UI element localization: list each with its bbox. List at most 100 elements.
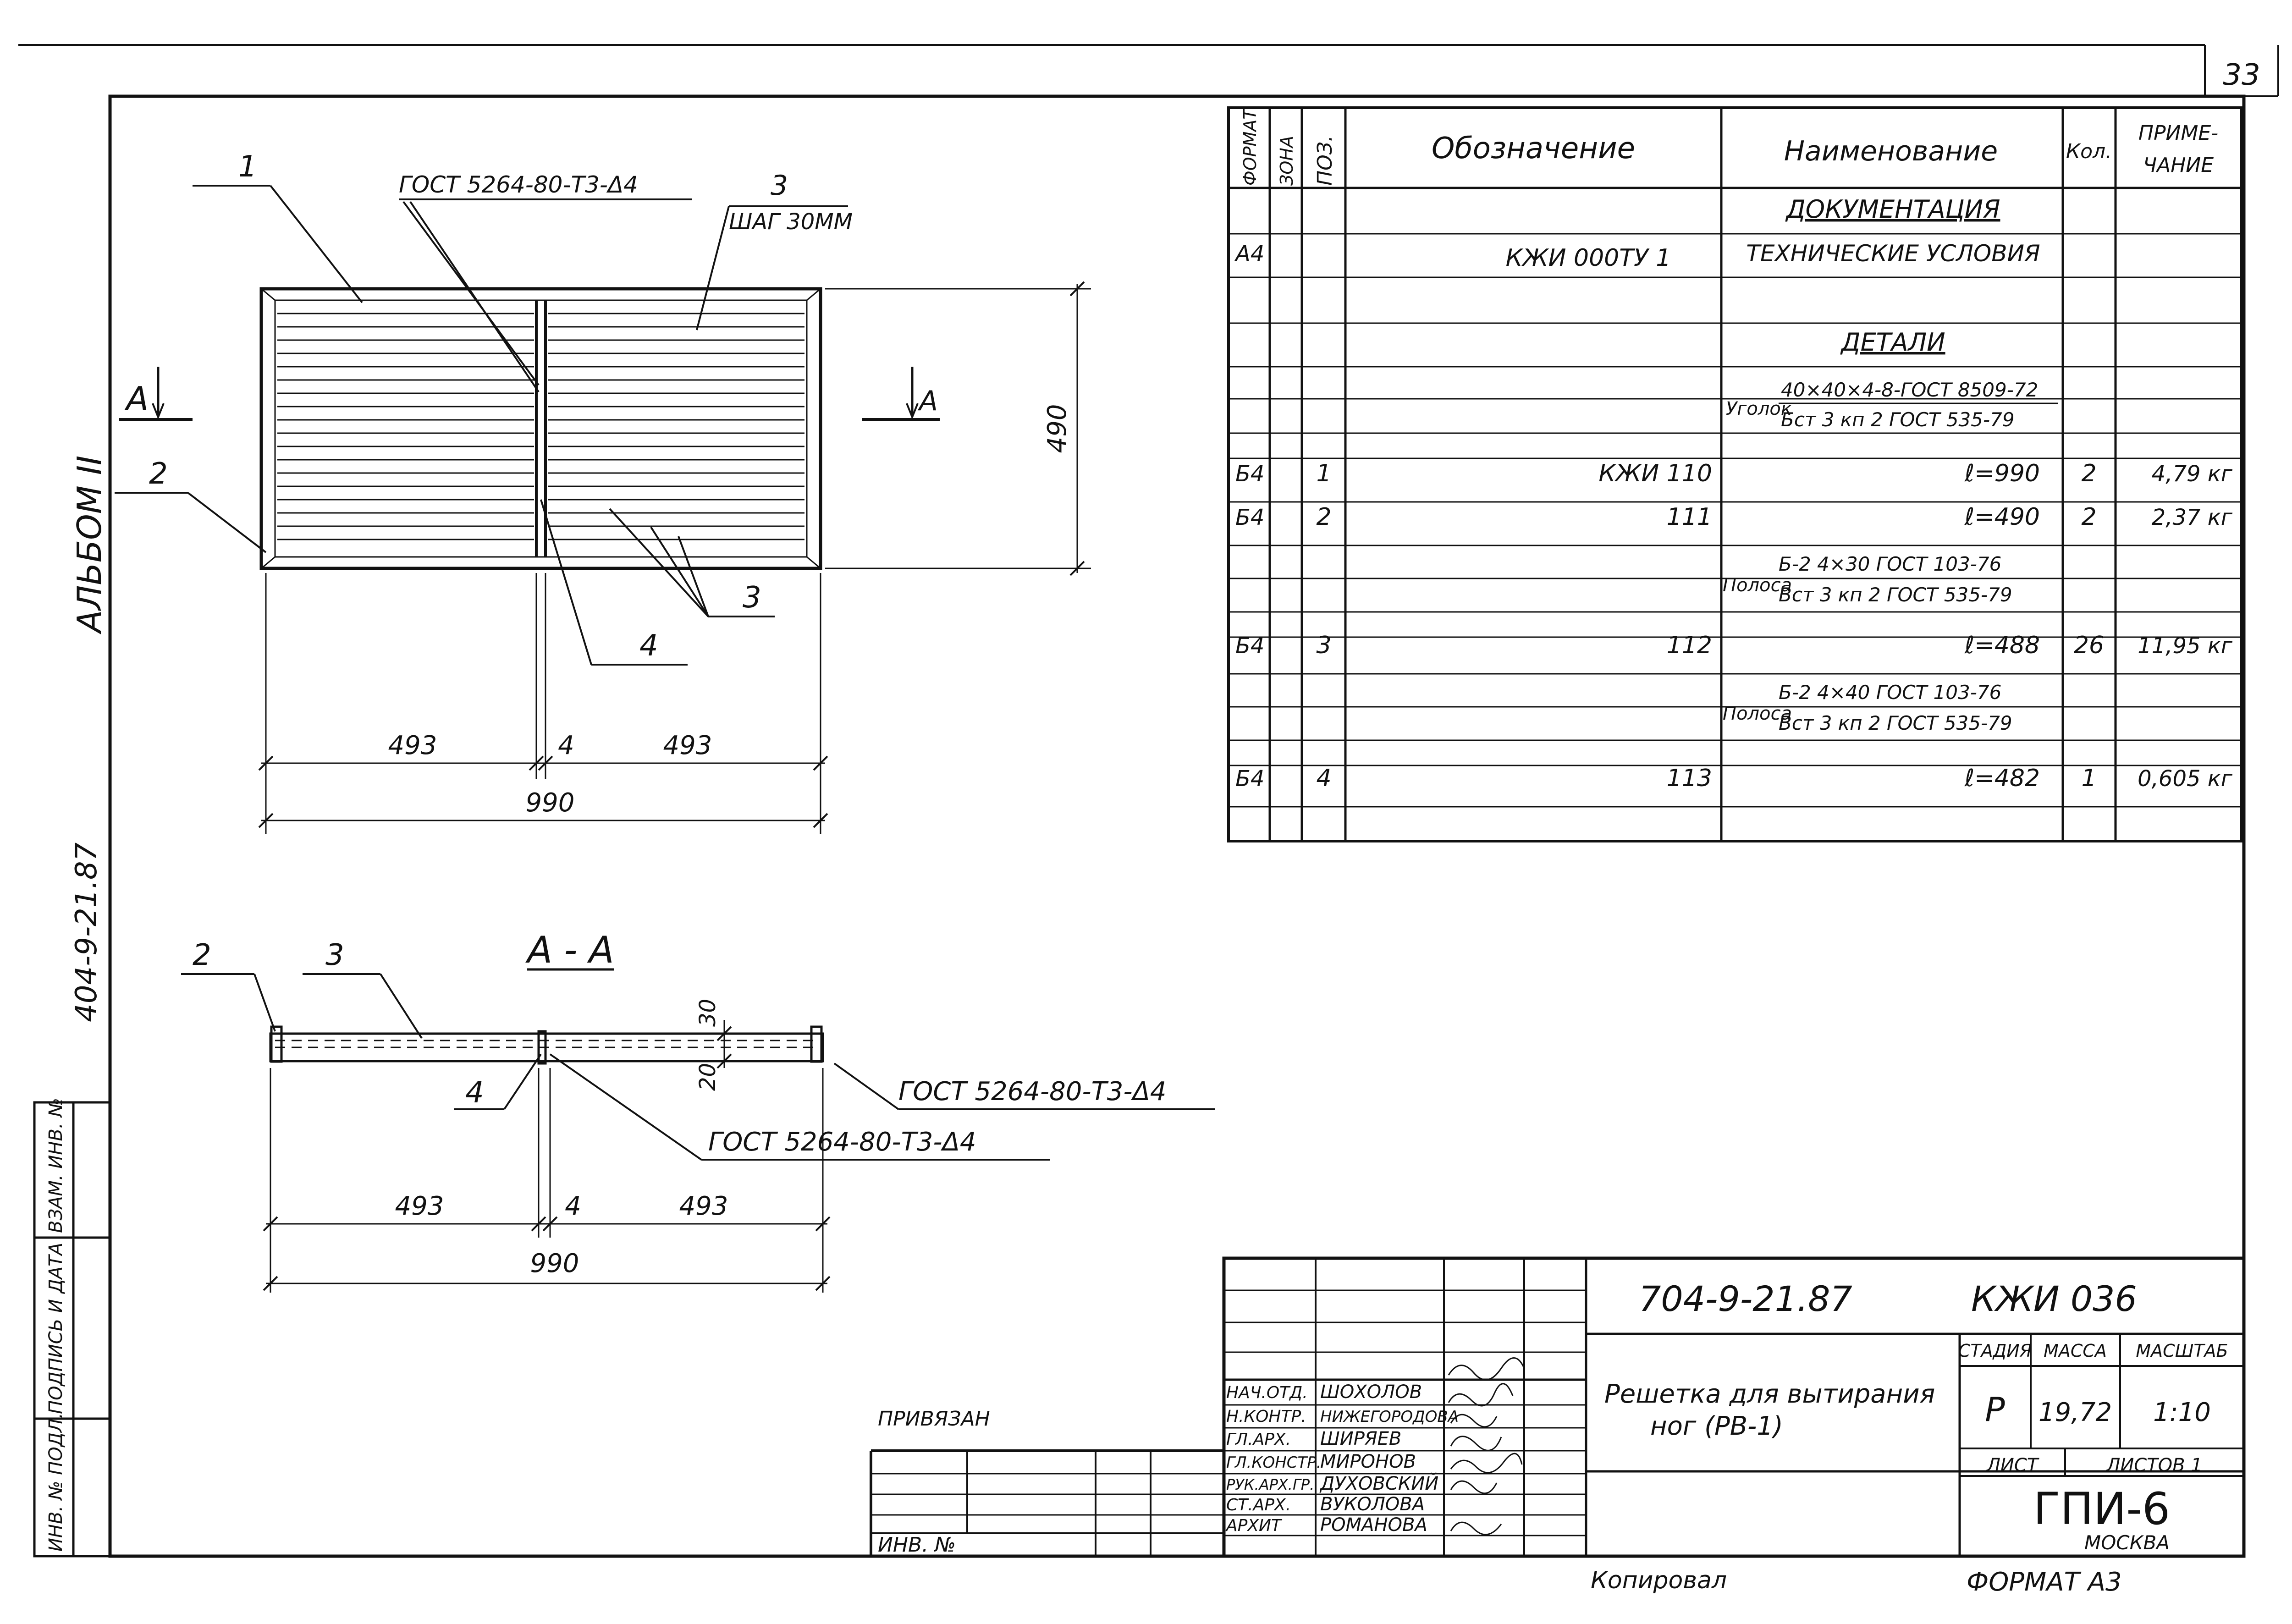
plan-dim-height: 490 (1042, 404, 1072, 453)
sheet-label: ЛИСТ (1986, 1455, 2040, 1476)
section-dim-left: 493 (395, 1191, 444, 1221)
stage-value: Р (1985, 1390, 2005, 1429)
privyazan-label: ПРИВЯЗАН (878, 1407, 990, 1431)
staff-name: НИЖЕГОРОДОВА (1320, 1408, 1459, 1426)
inv-no-label: ИНВ. № (878, 1533, 956, 1557)
spec-row-note: 2,37 кг (2152, 505, 2233, 530)
doc-code: 704-9-21.87 (1639, 1278, 1852, 1319)
spec-header-note1: ПРИМЕ- (2138, 121, 2218, 145)
section-pos2: 2 (193, 938, 211, 972)
side-code: 404-9-21.87 (70, 842, 104, 1022)
staff-role: РУК.АРХ.ГР. (1226, 1476, 1314, 1493)
staff-role: Н.КОНТР. (1226, 1407, 1306, 1426)
spec-documentation-heading: ДОКУМЕНТАЦИЯ (1785, 195, 2000, 224)
staff-role: НАЧ.ОТД. (1226, 1383, 1308, 1402)
angle-bottom: Бст 3 кп 2 ГОСТ 535-79 (1781, 408, 2015, 431)
spec-row-note: 4,79 кг (2152, 461, 2233, 487)
plan-section-left: А (124, 380, 149, 418)
strip2-bottom: Вст 3 кп 2 ГОСТ 535-79 (1779, 712, 2012, 734)
scale-value: 1:10 (2153, 1398, 2211, 1427)
side-replace-label: ВЗАМ. ИНВ. № (45, 1098, 66, 1233)
section-pos3: 3 (325, 938, 344, 972)
plan-pos3b: 3 (743, 581, 761, 615)
spec-row-name: ℓ=490 (1964, 503, 2040, 531)
section-weld-right: ГОСТ 5264-80-Т3-Δ4 (898, 1077, 1167, 1107)
spec-row-format: Б4 (1235, 461, 1264, 487)
strip1-top: Б-2 4×30 ГОСТ 103-76 (1779, 553, 2001, 575)
section-view (181, 968, 1215, 1293)
spec-doc-designation: КЖИ 000ТУ 1 (1506, 244, 1671, 272)
spec-row-designation: 111 (1667, 503, 1712, 531)
spec-doc-name: ТЕХНИЧЕСКИЕ УСЛОВИЯ (1746, 240, 2040, 267)
spec-header-format: ФОРМАТ (1240, 108, 1260, 186)
angle-label: Уголок (1726, 398, 1792, 419)
side-sign-label: ПОДПИСЬ И ДАТА (45, 1243, 66, 1414)
staff-role: АРХИТ (1225, 1516, 1283, 1535)
org-city: МОСКВА (2084, 1531, 2170, 1554)
spec-row-format: Б4 (1235, 633, 1264, 659)
staff-role: ГЛ.АРХ. (1226, 1430, 1291, 1449)
section-dim-gap: 4 (565, 1191, 581, 1221)
spec-doc-format: А4 (1234, 241, 1264, 267)
section-pos4: 4 (465, 1076, 484, 1110)
staff-name: РОМАНОВА (1320, 1514, 1427, 1536)
mass-value: 19,72 (2039, 1398, 2112, 1427)
footer-format: ФОРМАТ А3 (1967, 1567, 2122, 1597)
spec-row-designation: 112 (1667, 632, 1712, 659)
staff-role: ГЛ.КОНСТР. (1226, 1453, 1322, 1472)
sheet-number: 33 (2223, 58, 2260, 92)
side-inv-label: ИНВ. № ПОДЛ. (45, 1413, 66, 1552)
plan-pos3-step: ШАГ 30ММ (729, 209, 853, 235)
section-weld-mid: ГОСТ 5264-80-Т3-Δ4 (708, 1127, 976, 1157)
sheet-frame (18, 44, 2279, 1558)
strip1-bottom: Вст 3 кп 2 ГОСТ 535-79 (1779, 584, 2012, 606)
grating-bars (277, 313, 804, 540)
section-title: А - А (525, 929, 614, 971)
section-dim-right: 493 (679, 1191, 728, 1221)
section-dim-total: 990 (530, 1249, 579, 1278)
spec-row-designation: 113 (1667, 765, 1712, 792)
sheets-label: ЛИСТОВ 1 (2105, 1455, 2202, 1476)
spec-row-pos: 2 (1316, 503, 1331, 531)
spec-header-zone: ЗОНА (1277, 136, 1297, 186)
staff-name: ВУКОЛОВА (1320, 1494, 1425, 1515)
spec-row-name: ℓ=990 (1964, 460, 2040, 487)
plan-dim-gap: 4 (558, 731, 574, 760)
staff-name: МИРОНОВ (1320, 1451, 1416, 1472)
doc-mark: КЖИ 036 (1971, 1278, 2137, 1319)
plan-view (115, 185, 1091, 834)
spec-details-heading: ДЕТАЛИ (1840, 328, 1945, 357)
staff-name: ДУХОВСКИЙ (1319, 1472, 1438, 1494)
staff-name: ШОХОЛОВ (1320, 1382, 1422, 1403)
spec-row-name: ℓ=482 (1964, 765, 2040, 792)
plan-pos2: 2 (149, 457, 168, 491)
spec-row: Б4 1 КЖИ 110 ℓ=990 2 4,79 кг (1235, 460, 2233, 487)
spec-row-pos: 3 (1316, 632, 1331, 659)
spec-row-qty: 1 (2081, 765, 2096, 792)
spec-row-format: Б4 (1235, 766, 1264, 792)
staff-name: ШИРЯЕВ (1320, 1428, 1401, 1449)
spec-header-note2: ЧАНИЕ (2143, 154, 2214, 177)
plan-pos4: 4 (639, 629, 658, 663)
plan-pos3: 3 (771, 170, 788, 202)
plan-dim-left: 493 (388, 731, 437, 760)
footer-copied: Копировал (1591, 1567, 1727, 1594)
spec-row-name: ℓ=488 (1964, 632, 2040, 659)
section-dim-20: 20 (695, 1063, 721, 1091)
spec-row-qty: 26 (2074, 632, 2104, 659)
spec-row: Б4 2 111 ℓ=490 2 2,37 кг (1235, 503, 2233, 531)
plan-section-right: А (917, 385, 938, 417)
spec-table (1227, 106, 2243, 842)
spec-row: Б4 3 112 ℓ=488 26 11,95 кг (1235, 632, 2233, 659)
title-block (870, 1256, 2246, 1558)
strip2-top: Б-2 4×40 ГОСТ 103-76 (1779, 681, 2001, 704)
plan-dim-total: 990 (526, 788, 575, 818)
plan-pos1: 1 (238, 150, 257, 184)
spec-row-qty: 2 (2081, 460, 2096, 487)
spec-row-pos: 1 (1316, 460, 1331, 487)
staff-list: НАЧ.ОТД. ШОХОЛОВ Н.КОНТР. НИЖЕГОРОДОВА Г… (1225, 1382, 1459, 1536)
stage-label: СТАДИЯ (1958, 1341, 2032, 1361)
spec-row-pos: 4 (1316, 765, 1331, 792)
spec-row: Б4 4 113 ℓ=482 1 0,605 кг (1235, 765, 2233, 792)
